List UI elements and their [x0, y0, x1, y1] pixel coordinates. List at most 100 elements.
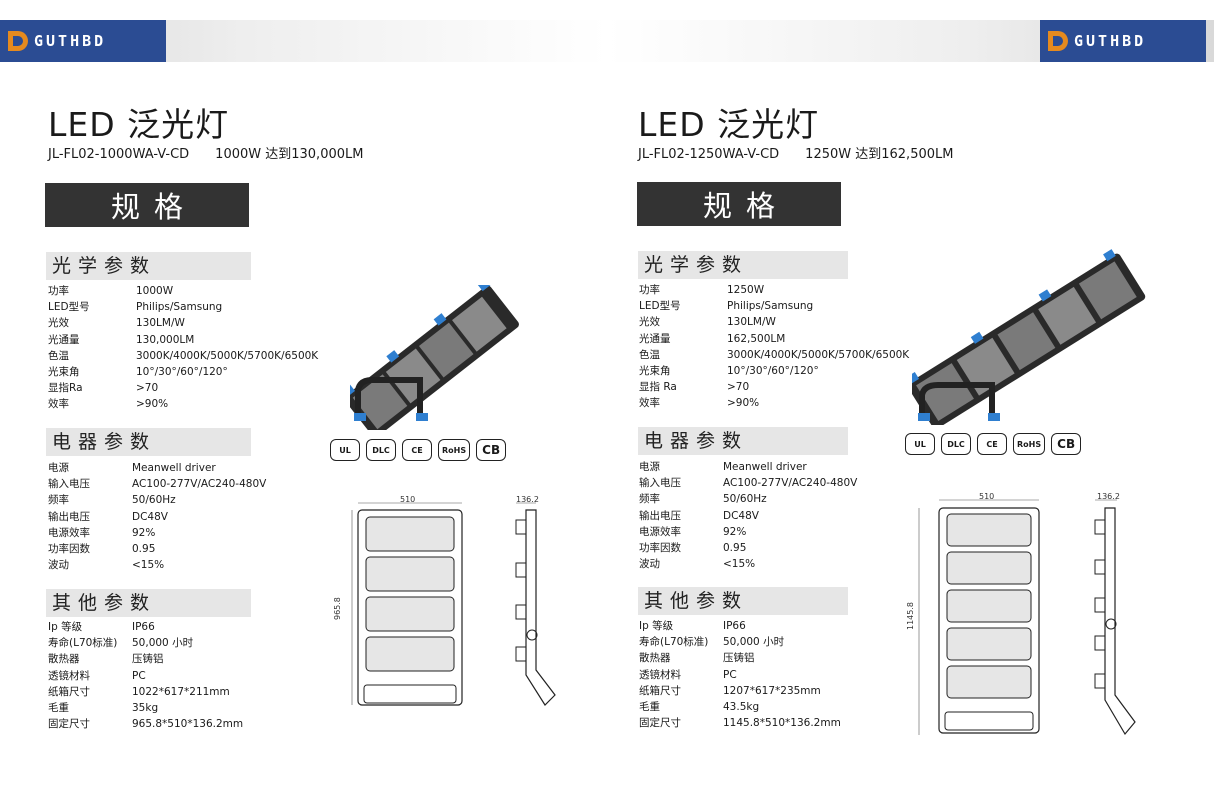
param-row: 频率 50/60Hz [639, 491, 857, 507]
brand-logo: GUTHBD [1040, 20, 1206, 62]
depth-dim-label: 136.2 [1097, 492, 1120, 501]
param-value: 130LM/W [136, 317, 185, 330]
param-value: 3000K/4000K/5000K/5700K/6500K [727, 348, 910, 361]
param-value: <15% [132, 559, 165, 572]
param-key: 输入电压 [639, 477, 681, 490]
ce-mark-icon: CE [977, 433, 1007, 455]
param-value: 0.95 [723, 542, 747, 555]
width-dim-label: 510 [400, 495, 415, 504]
brand-logo: GUTHBD [0, 20, 166, 62]
param-key: 电源 [48, 462, 69, 474]
certification-badges: UL DLC CE RoHS CB [330, 439, 507, 461]
param-key: Ip 等级 [639, 620, 674, 632]
footer-brand-name: GUTHBD [30, 775, 67, 786]
param-value: 10°/30°/60°/120° [727, 365, 819, 378]
param-key: 光束角 [639, 365, 671, 378]
cb-icon: CB [476, 439, 507, 461]
electrical-heading: 电器参数 [46, 428, 251, 456]
footer-url: www.rhythl.cn [268, 775, 329, 785]
param-key: 显指Ra [48, 382, 83, 395]
footer-brand-name: GUTHBD [1133, 775, 1170, 786]
param-row: 光束角 10°/30°/60°/120° [639, 363, 909, 379]
param-row: 寿命(L70标准)50,000 小时 [48, 635, 243, 651]
spec-badge: 规格 [637, 182, 841, 226]
param-value: 1250W [727, 284, 765, 296]
param-key: 透镜材料 [639, 668, 681, 681]
param-key: 输出电压 [48, 510, 90, 523]
param-value: 965.8*510*136.2mm [132, 718, 244, 731]
param-value: >90% [136, 398, 169, 411]
param-key: 散热器 [48, 653, 80, 666]
ce-mark-icon: CE [402, 439, 432, 461]
param-value: DC48V [723, 509, 759, 522]
width-dim-label: 510 [979, 492, 994, 501]
param-key: 效率 [639, 397, 660, 410]
ul-listed-icon: UL [330, 439, 360, 461]
footer-brand: GUTHBD—08 [1134, 772, 1188, 789]
param-row: 显指Ra>70 [48, 380, 318, 396]
param-value: IP66 [132, 621, 155, 633]
param-row: 显指 Ra>70 [639, 379, 909, 395]
param-key: 固定尺寸 [48, 718, 90, 731]
param-value: 50/60Hz [723, 493, 767, 506]
other-heading: 其他参数 [46, 589, 251, 617]
model-number: JL-FL02-1250WA-V-CD [638, 147, 780, 162]
param-row: 电源效率 92% [639, 524, 857, 540]
param-value: 3000K/4000K/5000K/5700K/6500K [136, 349, 319, 362]
floodlight-product-image [350, 285, 519, 430]
brand-name: GUTHBD [1074, 32, 1147, 50]
param-key: 固定尺寸 [639, 717, 681, 730]
param-row: 散热器压铸铝 [639, 650, 841, 666]
param-key: LED型号 [639, 300, 681, 313]
page-number: —07 [66, 775, 85, 786]
param-value: AC100-277V/AC240-480V [132, 478, 267, 491]
param-row: 透镜材料 PC [639, 667, 841, 683]
rohs-icon: RoHS [1013, 433, 1046, 455]
param-key: 频率 [639, 493, 660, 506]
param-key: 光通量 [48, 333, 80, 346]
param-row: 色温 3000K/4000K/5000K/5700K/6500K [639, 347, 909, 363]
param-key: 纸箱尺寸 [639, 684, 681, 697]
dlc-icon: DLC [941, 433, 971, 455]
cb-icon: CB [1051, 433, 1082, 455]
param-value: 50,000 小时 [723, 636, 785, 649]
dimension-drawing: 510 965.8 136.2 [333, 495, 556, 706]
param-row: 波动<15% [48, 557, 266, 573]
param-value: PC [723, 668, 737, 681]
param-row: 固定尺寸 965.8*510*136.2mm [48, 716, 243, 732]
param-key: 色温 [639, 348, 660, 361]
param-value: 50,000 小时 [132, 637, 194, 650]
param-value: 162,500LM [727, 332, 786, 345]
param-key: 功率 [48, 285, 69, 297]
param-key: 电源效率 [48, 526, 90, 539]
brand-logo-icon [1048, 31, 1068, 51]
param-value: >90% [727, 397, 760, 410]
param-key: 光效 [48, 317, 69, 330]
height-dim-label: 1145.8 [906, 602, 915, 630]
param-value: PC [132, 669, 146, 682]
lumen-output: 1000W 达到130,000LM [215, 147, 364, 162]
param-value: >70 [727, 381, 750, 394]
